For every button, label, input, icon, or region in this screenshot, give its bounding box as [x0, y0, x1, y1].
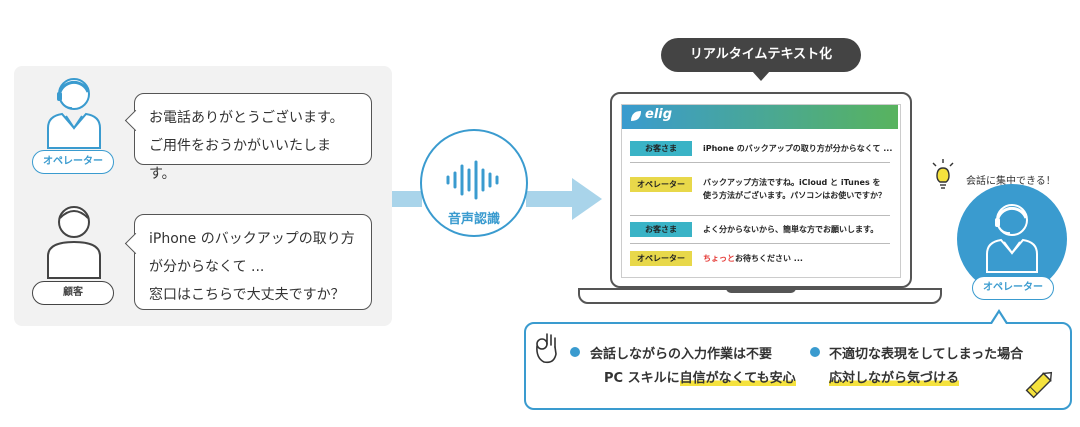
customer-label: 顧客: [32, 281, 114, 305]
benefit-left-line-1: 会話しながらの入力作業は不要: [590, 347, 773, 362]
row-divider: [630, 215, 890, 216]
ok-hand-icon: [536, 333, 557, 364]
operator-speech-bubble: お電話ありがとうございます。 ご用件をおうかがいいたします。: [134, 93, 372, 182]
sound-wave-icon: [446, 160, 499, 200]
app-header-bar: [622, 105, 898, 129]
customer-bubble-line-1: iPhone のバックアップの取り方: [149, 231, 355, 247]
benefit-right-highlight: 応対しながら気づける: [829, 371, 960, 386]
laptop-notch: [726, 288, 796, 293]
operator-bubble-line-1: お電話ありがとうございます。: [149, 110, 344, 126]
operator-avatar-circle: [957, 184, 1067, 294]
operator-label-right: オペレーター: [972, 276, 1054, 300]
customer-speech-bubble: iPhone のバックアップの取り方 が分からなくて ... 窓口はこちらで大丈…: [134, 214, 372, 310]
customer-figure-icon: [47, 206, 101, 279]
transcript-line: 使う方法がございます。パソコンはお使いですか？: [703, 191, 886, 200]
customer-bubble-line-3: 窓口はこちらで大丈夫ですか？: [149, 287, 345, 303]
speaker-tag: お客さま: [630, 222, 692, 237]
lightbulb-icon: [932, 159, 954, 189]
operator-avatar-icon: [986, 204, 1038, 273]
benefits-box: [524, 322, 1072, 410]
transcript-message: ちょっとお待ちください ...: [703, 252, 895, 265]
customer-bubble-line-2: が分からなくて ...: [149, 259, 265, 275]
transcript-message: よく分からないから、簡単な方でお願いします。: [703, 225, 879, 234]
leaf-logo-icon: [631, 111, 641, 121]
operator-figure-icon: [47, 78, 101, 149]
speaker-tag: お客さま: [630, 141, 692, 156]
realtime-text-callout: リアルタイムテキスト化: [661, 38, 861, 72]
voice-recognition-circle: [420, 129, 528, 237]
pencil-icon: [1025, 371, 1053, 399]
benefit-left-plain: PC スキルに: [604, 371, 680, 386]
benefit-right-line-1: 不適切な表現をしてしまった場合: [829, 347, 1024, 362]
operator-label-left: オペレーター: [32, 150, 114, 174]
focus-message: 会話に集中できる！: [966, 176, 1056, 187]
speaker-tag: オペレーター: [630, 177, 692, 192]
operator-bubble-line-2: ご用件をおうかがいいたします。: [149, 138, 331, 182]
flow-arrow-left: [392, 191, 422, 207]
flow-arrow-right-icon: [526, 178, 602, 220]
row-divider: [630, 162, 890, 163]
transcript-message: バックアップ方法ですね。iCloud と iTunes を 使う方法がございます…: [703, 176, 895, 202]
bullet-dot: [810, 347, 820, 357]
benefit-right-line-2: 応対しながら気づける: [829, 367, 960, 386]
benefit-left-highlight: 自信がなくても安心: [679, 371, 796, 386]
callout-pointer: [752, 71, 770, 81]
row-divider: [630, 243, 890, 244]
app-logo-text: elig: [645, 107, 673, 122]
speaker-tag: オペレーター: [630, 251, 692, 266]
bullet-dot: [570, 347, 580, 357]
highlight-word: ちょっと: [703, 254, 735, 263]
transcript-line: バックアップ方法ですね。iCloud と iTunes を: [703, 178, 881, 187]
benefits-pointer-fill: [992, 313, 1006, 324]
benefit-left-line-2: PC スキルに自信がなくても安心: [604, 367, 796, 386]
voice-recognition-label: 音声認識: [447, 212, 500, 227]
transcript-rest: お待ちください ...: [735, 254, 803, 263]
transcript-message: iPhone のバックアップの取り方が分からなくて ...: [703, 144, 893, 153]
